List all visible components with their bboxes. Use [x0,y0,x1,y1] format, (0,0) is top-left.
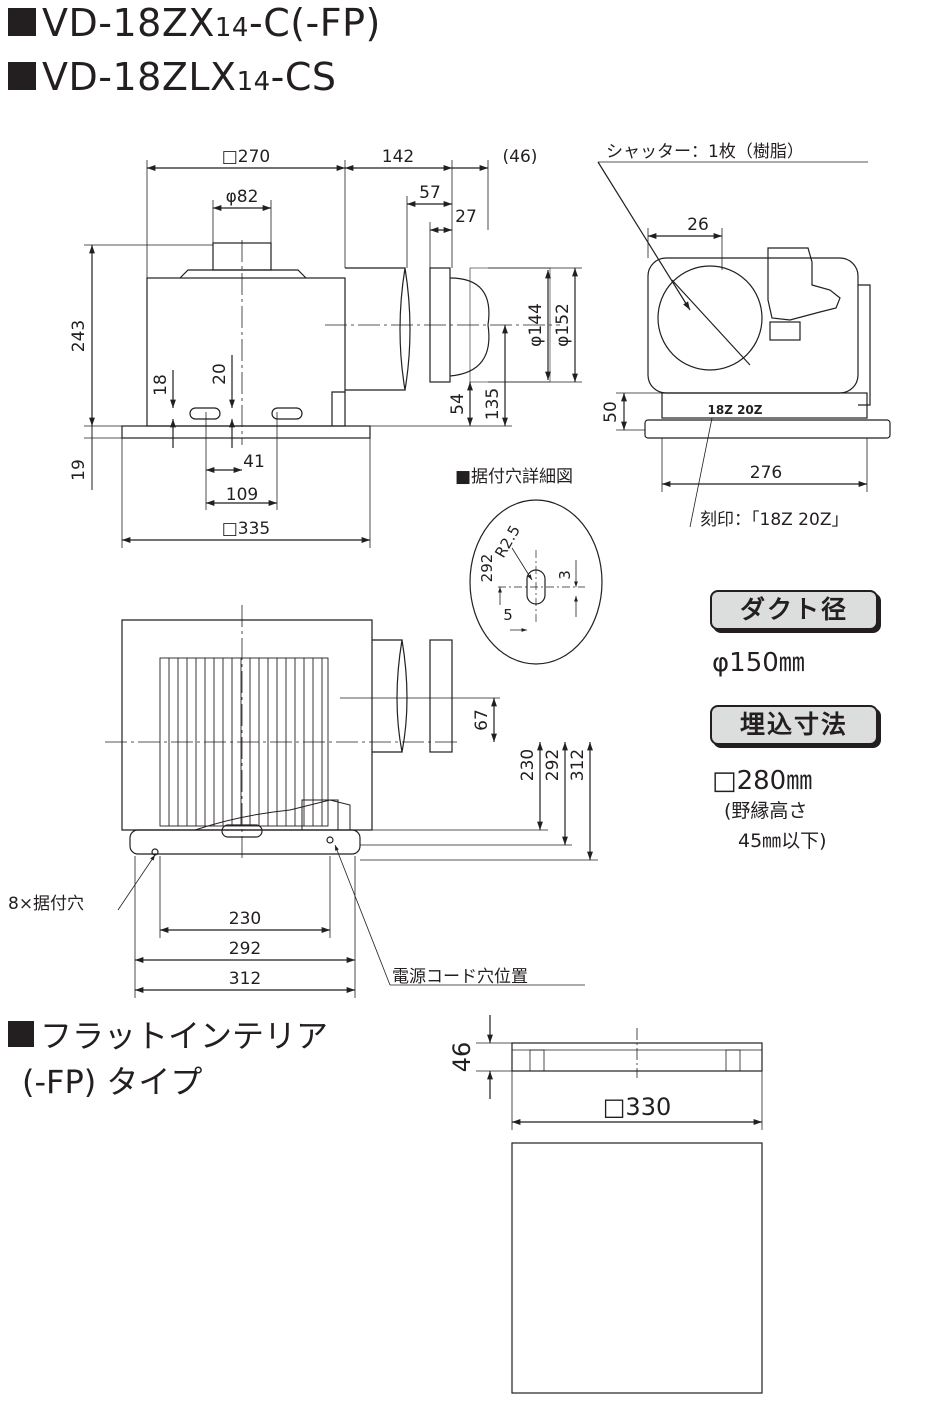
dim-20: 20 [210,363,230,385]
front-view [84,160,582,548]
square-bullet-icon [8,1021,34,1047]
dim-height: 243 [69,320,89,352]
dim-width-top: □270 [222,147,271,167]
flat-interior-panel [476,1015,763,1394]
dim-230: 230 [229,909,261,929]
dim-135: 135 [483,388,503,420]
cord-hole-label: 電源コード穴位置 [392,967,528,987]
dim-57: 57 [419,183,441,203]
dim-312-vertical: 312 [568,749,588,781]
dim-flange: □335 [222,519,271,539]
dim-330: □330 [603,1093,671,1121]
dim-phi144: φ144 [526,303,546,347]
mount-holes-label: 8×据付穴 [8,894,84,914]
dim-41: 41 [243,452,265,472]
duct-diameter-value: φ150㎜ [712,648,805,678]
embed-note-2: 45㎜以下) [738,830,827,852]
dim-230-vertical: 230 [518,749,538,781]
side-view [597,161,891,528]
dim-292-vertical: 292 [543,749,563,781]
dim-46: 46 [448,1042,476,1073]
dim-5: 5 [503,606,513,624]
flat-interior-subheading: (-FP) タイプ [22,1063,203,1101]
duct-diameter-badge: ダクト径 [710,590,878,630]
dim-292-detail: 292 [478,554,496,583]
square-bullet-icon [8,62,36,90]
dim-67: 67 [472,709,492,731]
dim-duct-extra: (46) [503,147,538,167]
square-bullet-icon [8,8,36,36]
dim-duct-offset: 142 [382,147,414,167]
dim-54: 54 [448,393,468,415]
dim-292: 292 [229,939,261,959]
flat-interior-heading: フラットインテリア [8,1018,328,1055]
stamp-label: 刻印：「18Z 20Z」 [700,510,848,530]
dim-3: 3 [556,570,574,580]
dim-276: 276 [750,463,782,483]
embed-size-value: □280㎜ [712,766,813,796]
bottom-view [105,605,598,998]
dim-109: 109 [226,485,258,505]
dim-50: 50 [601,401,621,423]
dim-26: 26 [687,215,709,235]
dim-18: 18 [151,374,171,396]
dim-27: 27 [455,207,477,227]
model-title-1: VD-18ZX14-C(-FP) [8,4,381,42]
dim-phi152: φ152 [553,303,573,347]
hole-detail [469,499,603,665]
shutter-label: シャッター：1枚（樹脂） [606,142,804,162]
stamp-text: 18Z 20Z [708,403,763,417]
embed-note-1: (野縁高さ [724,800,808,822]
model-title-2: VD-18ZLX14-CS [8,58,337,96]
dim-312: 312 [229,969,261,989]
hole-detail-heading: ■据付穴詳細図 [455,467,573,487]
embed-size-badge: 埋込寸法 [710,705,878,745]
dim-19: 19 [69,459,89,481]
dim-collar-diameter: φ82 [226,187,259,207]
dim-r2-5: R2.5 [491,522,524,561]
